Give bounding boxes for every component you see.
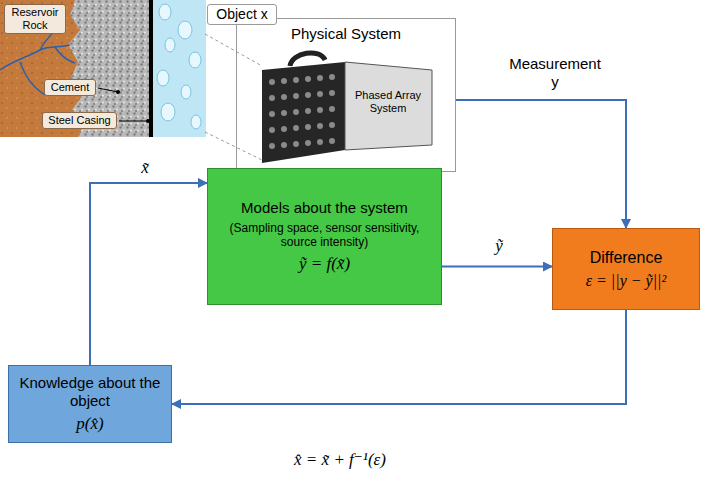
part-label: Reservoir Rock xyxy=(4,4,66,34)
part-label: Cement xyxy=(44,79,96,96)
box-text: ε = ||y − ỹ||² xyxy=(586,271,667,290)
box-title: Difference xyxy=(590,248,663,267)
box-text: (Sampling space, sensor sensitivity, sou… xyxy=(218,221,431,250)
device-body xyxy=(262,62,345,163)
device-handle xyxy=(290,53,325,66)
edge-label: ỹ xyxy=(484,236,514,256)
leader-line xyxy=(98,88,118,92)
connector-arrow xyxy=(442,266,552,268)
device-label: Phased Array System xyxy=(350,88,426,116)
box-title: Physical System xyxy=(291,25,401,43)
device-panel xyxy=(345,62,432,150)
box-title: Models about the system xyxy=(241,199,408,217)
edge-label: x̂ = x̃ + f⁻¹(ε) xyxy=(250,450,430,470)
system-box: Physical System xyxy=(236,18,456,172)
zoom-line xyxy=(205,34,262,66)
edge-label: Measurement y xyxy=(505,55,605,91)
box-text: p(x̂) xyxy=(76,414,103,434)
process-box: Models about the system (Sampling space, … xyxy=(207,168,442,305)
object-label: Object x xyxy=(207,4,277,25)
device-connectors xyxy=(269,74,335,149)
process-box: Knowledge about the object p(x̂) xyxy=(8,365,172,443)
part-label: Steel Casing xyxy=(42,112,117,129)
zoom-line xyxy=(205,132,262,160)
leader-dot xyxy=(146,119,150,123)
leader-dot xyxy=(116,90,120,94)
steel-casing xyxy=(149,0,153,137)
box-text: ỹ = f(x̃) xyxy=(299,254,350,274)
connector-arrow xyxy=(456,100,626,228)
connector-arrow xyxy=(172,310,626,404)
droplets xyxy=(157,4,201,129)
water xyxy=(150,0,206,137)
box-title: Knowledge about the object xyxy=(19,374,161,410)
connector-arrow xyxy=(90,183,207,365)
edge-label: x̃ xyxy=(130,158,160,178)
process-box: Difference ε = ||y − ỹ||² xyxy=(552,228,700,310)
leader-line xyxy=(119,121,148,122)
